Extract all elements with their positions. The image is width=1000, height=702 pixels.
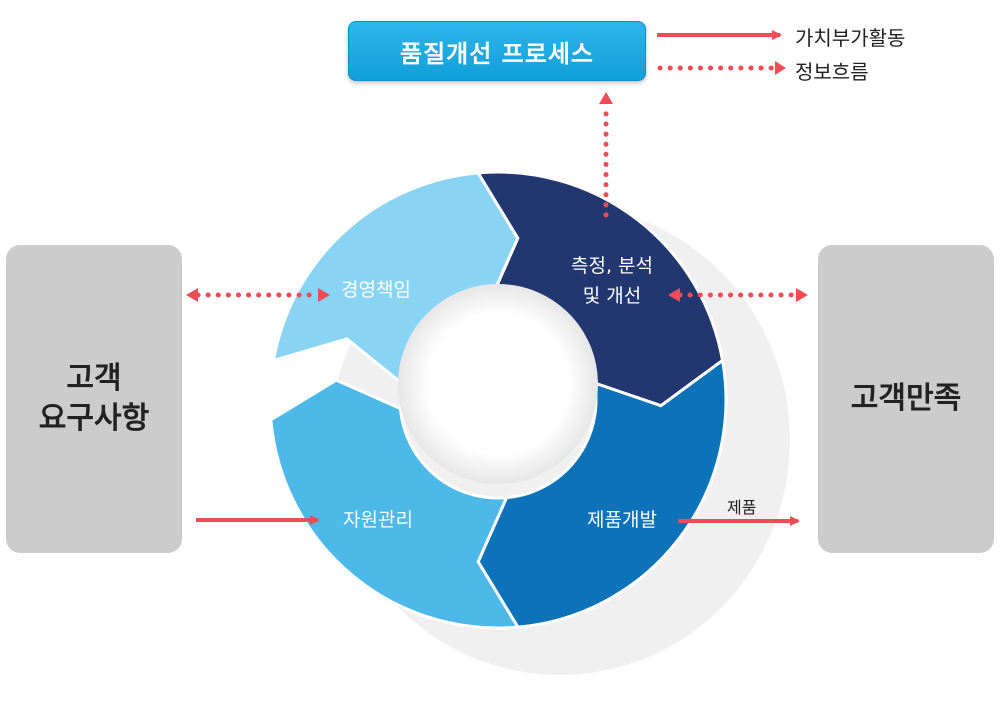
segment-label-product-dev: 제품개발 bbox=[587, 509, 657, 531]
segment-label-measure-line1: 측정, 분석 bbox=[571, 255, 653, 277]
customer-requirements-line2: 요구사항 bbox=[38, 401, 150, 436]
process-title: 품질개선 프로세스 bbox=[400, 39, 594, 68]
legend-solid-label: 가치부가활동 bbox=[795, 26, 906, 50]
legend-dotted-arrowhead bbox=[775, 61, 786, 75]
customer-requirements-box: 고객 요구사항 bbox=[6, 245, 182, 553]
ring-center-hole bbox=[398, 284, 598, 484]
segment-label-management: 경영책임 bbox=[341, 279, 411, 301]
info-flow-arrowhead-left-start bbox=[186, 288, 198, 302]
customer-satisfaction-box: 고객만족 bbox=[818, 245, 994, 553]
customer-requirements-line1: 고객 bbox=[66, 360, 122, 396]
customer-satisfaction-label: 고객만족 bbox=[850, 380, 962, 416]
info-flow-arrowhead-right-end bbox=[796, 288, 808, 302]
info-flow-arrowhead-right-start bbox=[668, 288, 680, 302]
cycle-ring bbox=[269, 170, 728, 630]
info-flow-arrowhead-left-end bbox=[318, 288, 330, 302]
segment-resource bbox=[269, 378, 521, 630]
segment-label-measure-line2: 및 개선 bbox=[583, 285, 641, 307]
segment-label-resource: 자원관리 bbox=[343, 509, 413, 531]
product-label: 제품 bbox=[727, 498, 757, 517]
info-flow-arrowhead-up bbox=[599, 92, 613, 104]
segment-product-dev bbox=[476, 357, 728, 629]
process-title-box: 품질개선 프로세스 bbox=[348, 21, 646, 81]
legend-dotted-label: 정보흐름 bbox=[795, 60, 869, 84]
